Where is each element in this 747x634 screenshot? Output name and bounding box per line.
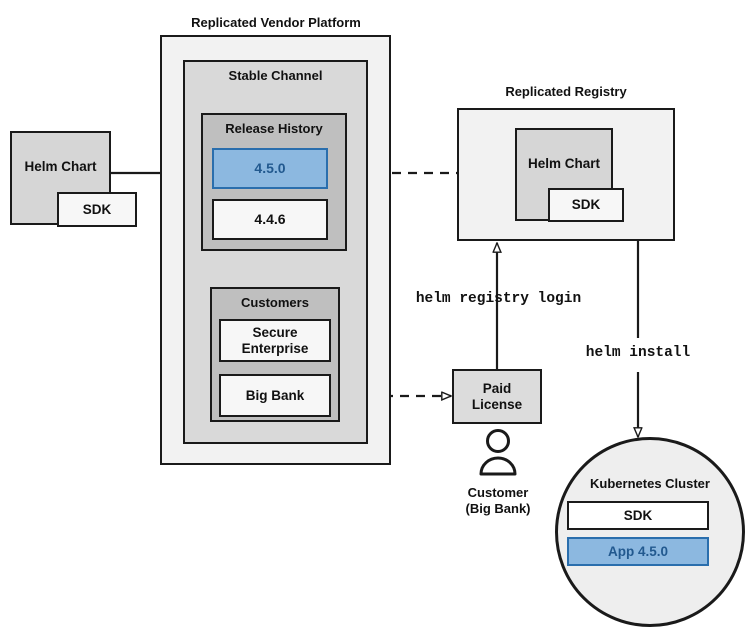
registry-helm-chart-sdk[interactable]: SDK — [548, 188, 624, 222]
customer-item-secure-enterprise[interactable]: Secure Enterprise — [219, 319, 331, 362]
registry-title: Replicated Registry — [505, 84, 627, 99]
release-item-current[interactable]: 4.5.0 — [212, 148, 328, 189]
kubernetes-cluster-title: Kubernetes Cluster — [590, 476, 710, 491]
paid-license-box[interactable]: Paid License — [452, 369, 542, 424]
source-helm-chart-sdk[interactable]: SDK — [57, 192, 137, 227]
release-item-current-label: 4.5.0 — [254, 160, 286, 177]
source-helm-chart-label: Helm Chart — [24, 159, 97, 175]
kubernetes-cluster-circle — [555, 437, 745, 627]
customer-item-big-bank-label: Big Bank — [245, 387, 305, 403]
paid-license-line1: Paid — [482, 380, 512, 396]
customers-title: Customers — [241, 295, 309, 310]
release-item-previous-label: 4.4.6 — [254, 211, 286, 228]
command-helm-install: helm install — [585, 345, 691, 361]
cluster-component-app-label: App 4.5.0 — [607, 543, 669, 559]
stable-channel-title: Stable Channel — [228, 68, 323, 83]
cluster-component-sdk-label: SDK — [623, 507, 653, 523]
release-item-previous[interactable]: 4.4.6 — [212, 199, 328, 240]
customer-item-big-bank[interactable]: Big Bank — [219, 374, 331, 417]
registry-helm-chart-sdk-label: SDK — [571, 197, 601, 213]
release-history-title: Release History — [225, 121, 323, 136]
paid-license-line2: License — [471, 396, 523, 412]
customer-actor-label: Customer (Big Bank) — [438, 485, 558, 516]
customer-item-secure-enterprise-line2: Enterprise — [241, 340, 309, 356]
cluster-component-app[interactable]: App 4.5.0 — [567, 537, 709, 566]
customer-actor-line1: Customer — [467, 485, 529, 500]
registry-helm-chart-label: Helm Chart — [527, 155, 600, 171]
source-helm-chart-sdk-label: SDK — [82, 201, 112, 217]
vendor-platform-title: Replicated Vendor Platform — [191, 15, 361, 30]
person-icon — [479, 429, 517, 476]
customer-item-secure-enterprise-line1: Secure — [252, 324, 298, 340]
customer-actor-line2: (Big Bank) — [465, 500, 531, 516]
cluster-component-sdk[interactable]: SDK — [567, 501, 709, 530]
command-registry-login: helm registry login — [415, 291, 582, 307]
